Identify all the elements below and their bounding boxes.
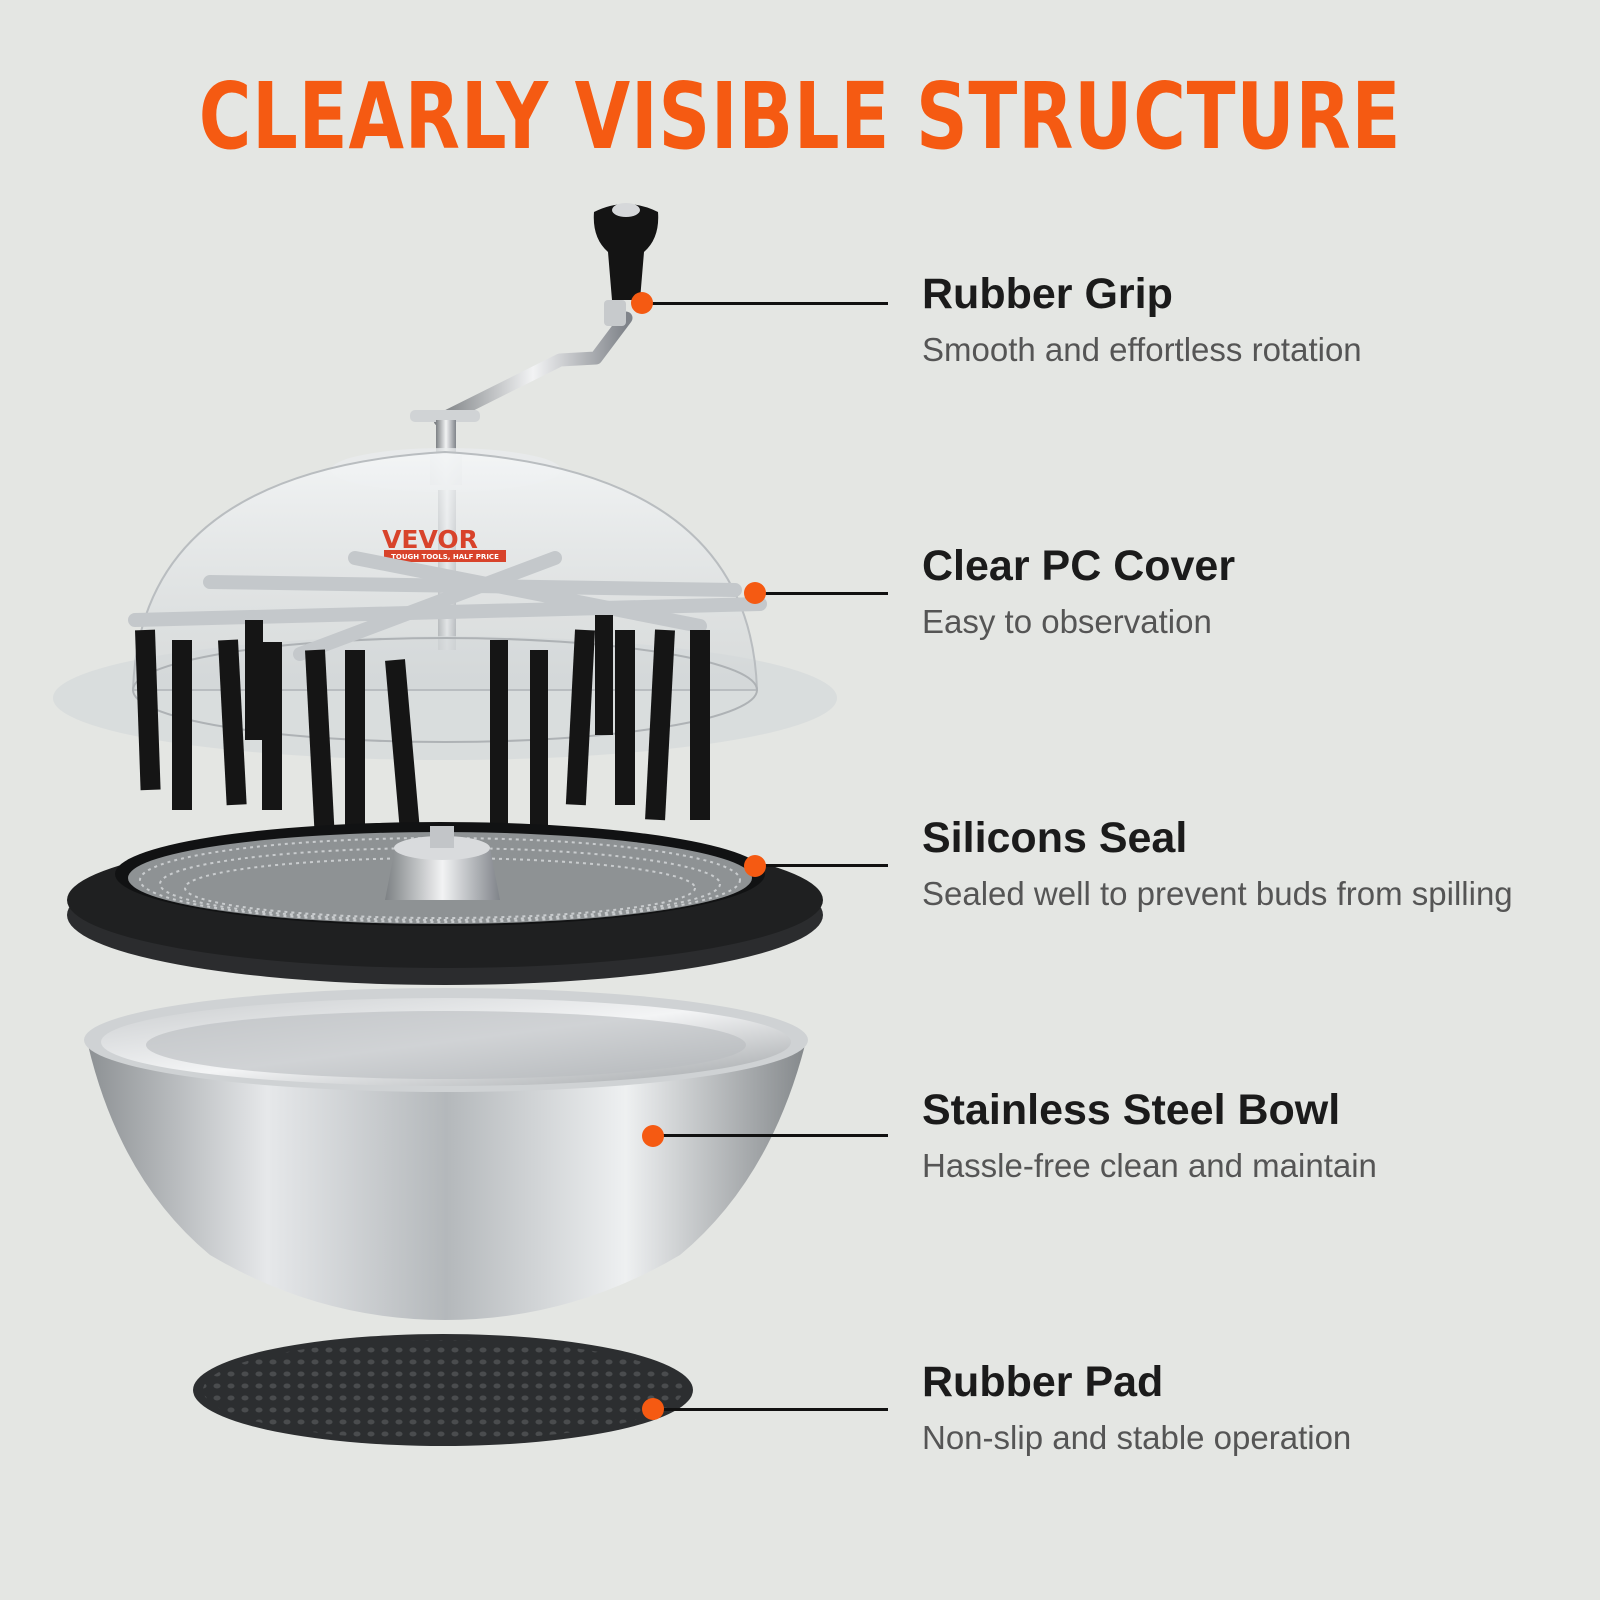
svg-text:TOUGH TOOLS, HALF PRICE: TOUGH TOOLS, HALF PRICE <box>391 553 499 561</box>
vevor-logo: VEVOR TOUGH TOOLS, HALF PRICE <box>382 525 506 562</box>
feature-description: Smooth and effortless rotation <box>922 331 1362 368</box>
feature-description: Hassle-free clean and maintain <box>922 1147 1377 1184</box>
callout-dot-silicons-seal <box>744 855 766 877</box>
feature-description: Easy to observation <box>922 603 1212 640</box>
feature-rubber-grip: Rubber Grip Smooth and effortless rotati… <box>922 268 1592 372</box>
leader-line-silicons-seal <box>764 864 888 867</box>
leader-line-clear-pc-cover <box>764 592 888 595</box>
rubber-pad <box>193 1334 693 1446</box>
feature-clear-pc-cover: Clear PC Cover Easy to observation <box>922 540 1592 644</box>
feature-title: Silicons Seal <box>922 814 1188 862</box>
bowl-trimmer-illustration: VEVOR TOUGH TOOLS, HALF PRICE <box>53 203 837 1446</box>
feature-rubber-pad: Rubber Pad Non-slip and stable operation <box>922 1356 1592 1460</box>
callout-dot-rubber-grip <box>631 292 653 314</box>
leader-line-rubber-grip <box>644 302 888 305</box>
crank-handle <box>433 300 633 427</box>
leader-line-rubber-pad <box>660 1408 888 1411</box>
feature-silicons-seal: Silicons Seal Sealed well to prevent bud… <box>922 812 1592 916</box>
callout-dot-rubber-pad <box>642 1398 664 1420</box>
callout-dot-stainless-steel-bowl <box>642 1125 664 1147</box>
callout-dot-clear-pc-cover <box>744 582 766 604</box>
svg-text:VEVOR: VEVOR <box>382 525 478 554</box>
feature-stainless-steel-bowl: Stainless Steel Bowl Hassle-free clean a… <box>922 1084 1592 1188</box>
headline: CLEARLY VISIBLE STRUCTURE <box>198 63 1402 170</box>
stainless-steel-bowl <box>84 988 808 1320</box>
feature-title: Clear PC Cover <box>922 542 1236 590</box>
leader-line-stainless-steel-bowl <box>660 1134 888 1137</box>
feature-title: Stainless Steel Bowl <box>922 1086 1341 1134</box>
rotor-blades <box>128 551 767 840</box>
feature-title: Rubber Pad <box>922 1358 1164 1406</box>
feature-title: Rubber Grip <box>922 270 1173 318</box>
feature-description: Sealed well to prevent buds from spillin… <box>922 875 1513 912</box>
feature-description: Non-slip and stable operation <box>922 1419 1352 1456</box>
rubber-grip-knob <box>593 203 659 300</box>
silicone-seal-ring <box>67 822 823 985</box>
